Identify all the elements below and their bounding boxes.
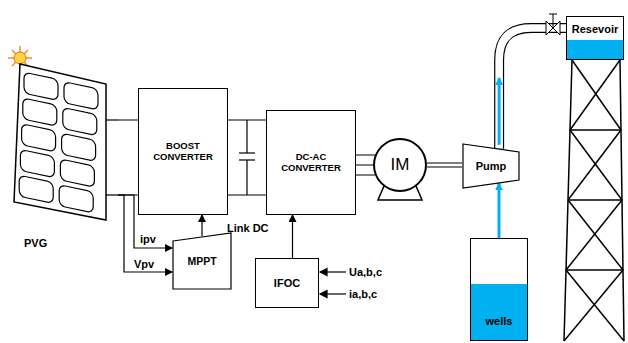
- node-label: IFOC: [274, 277, 300, 290]
- signal-label: Ua,b,c: [349, 266, 382, 278]
- valve-symbol: [546, 14, 560, 35]
- node-label: PVG: [24, 237, 47, 250]
- well-tank: wells: [470, 238, 528, 341]
- connector: [498, 183, 501, 238]
- pv-generator: PVG: [6, 52, 118, 252]
- node-label: BOOST CONVERTER: [139, 141, 227, 163]
- reservoir-tank: Resevoir: [566, 16, 624, 60]
- water-tower: [564, 60, 624, 341]
- node-label: IM: [391, 155, 410, 175]
- input-arrow: [320, 269, 346, 298]
- node-label: Pump: [476, 160, 507, 173]
- connector: [499, 28, 566, 149]
- connector: [427, 163, 462, 167]
- node-label: DC-AC CONVERTER: [267, 152, 355, 174]
- signal-label: Link DC: [227, 222, 269, 234]
- connector: [292, 215, 293, 258]
- node-label: MPPT: [187, 255, 216, 267]
- node-label: wells: [486, 315, 513, 328]
- signal-label: ia,b,c: [349, 288, 377, 300]
- solar-panel: [6, 52, 118, 252]
- connector: [201, 215, 202, 236]
- process-box: DC-AC CONVERTER: [266, 110, 356, 215]
- pump-symbol: Pump: [462, 143, 520, 189]
- signal-label: Vpv: [134, 258, 154, 270]
- controller-box: MPPT: [172, 232, 232, 290]
- capacitor-symbol: [239, 120, 255, 195]
- process-box: IFOC: [255, 258, 319, 308]
- process-box: BOOST CONVERTER: [138, 88, 228, 215]
- motor-circle: IM: [373, 138, 427, 192]
- signal-label: ipv: [140, 233, 156, 245]
- node-label: Resevoir: [572, 23, 618, 36]
- connector: [118, 120, 138, 195]
- connector: [228, 120, 266, 195]
